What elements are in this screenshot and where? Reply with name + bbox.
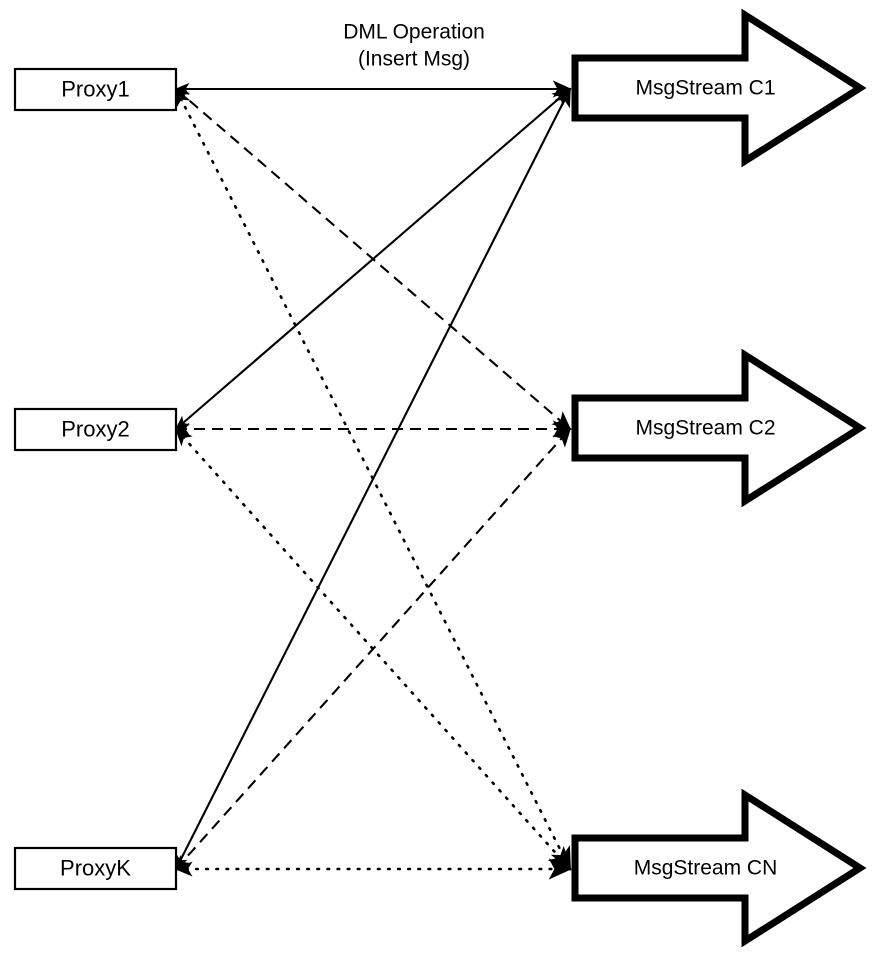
stream-label: MsgStream CN <box>634 857 778 880</box>
proxy-node-proxy2[interactable]: Proxy2 <box>13 407 178 452</box>
proxy-label: Proxy2 <box>61 416 129 441</box>
edge-pk-c2 <box>175 427 572 870</box>
streams-layer: MsgStream C1 MsgStream C2 MsgStream CN <box>571 8 867 948</box>
proxy-box-rect <box>13 67 178 112</box>
stream-label: MsgStream C1 <box>635 77 775 100</box>
stream-arrow-shape <box>571 788 867 948</box>
proxy-label: Proxy1 <box>61 76 129 101</box>
proxy-label: ProxyK <box>60 855 131 880</box>
proxy-box-rect <box>13 407 178 452</box>
operation-label: DML Operation (Insert Msg) <box>343 21 485 71</box>
stream-label: MsgStream C2 <box>635 417 775 440</box>
stream-node-stream_c2[interactable]: MsgStream C2 <box>571 348 867 508</box>
stream-node-stream_cn[interactable]: MsgStream CN <box>571 788 867 948</box>
proxy-node-proxyk[interactable]: ProxyK <box>13 846 178 891</box>
proxy-box-rect <box>13 846 178 891</box>
stream-arrow-shape <box>571 8 867 168</box>
operation-label-line1: DML Operation <box>343 21 485 44</box>
stream-node-stream_c1[interactable]: MsgStream C1 <box>571 8 867 168</box>
stream-arrow-shape <box>571 348 867 508</box>
operation-label-line2: (Insert Msg) <box>358 48 470 71</box>
edges-layer <box>174 80 573 880</box>
proxy-node-proxy1[interactable]: Proxy1 <box>13 67 178 112</box>
